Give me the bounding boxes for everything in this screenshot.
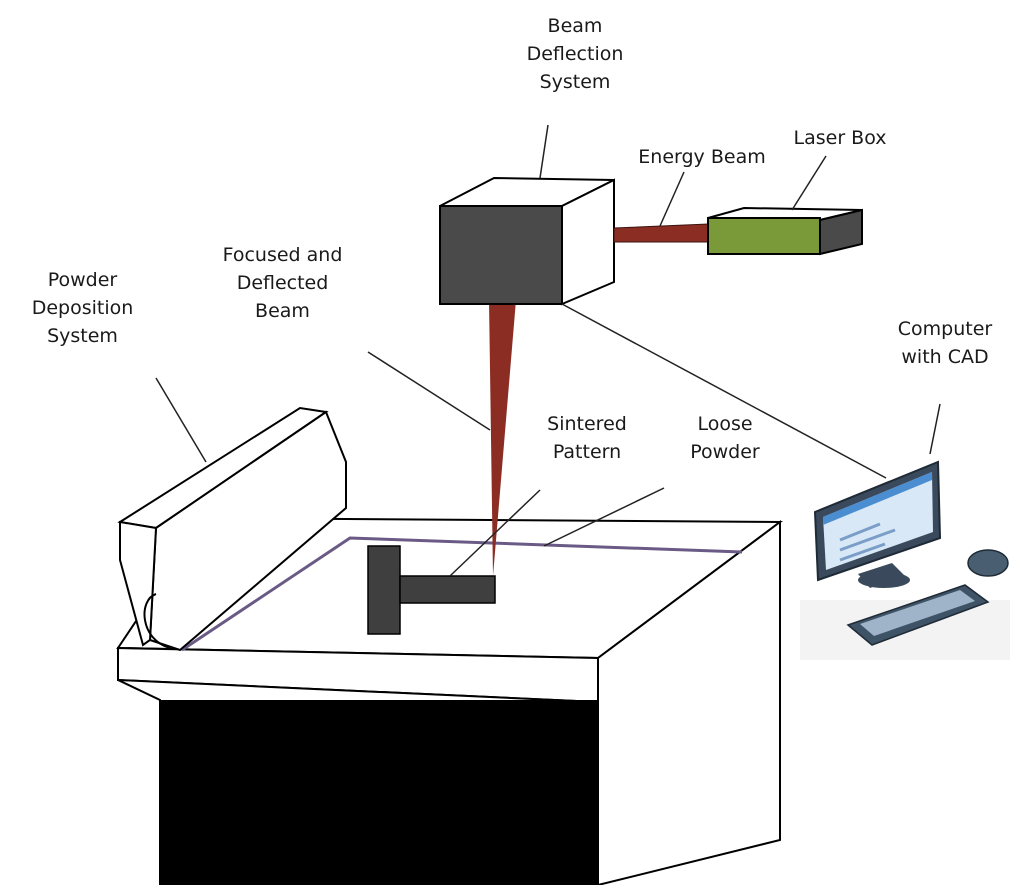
leader-laser-box — [791, 155, 827, 211]
label-focused-deflected-beam: Focused and Deflected Beam — [222, 244, 343, 322]
leader-lines — [155, 124, 941, 577]
leader-focused-beam — [367, 351, 491, 431]
desktop-computer-icon — [813, 460, 942, 588]
leader-deflection-to-computer — [561, 303, 887, 479]
leader-beam-deflection — [539, 124, 549, 179]
mouse-icon — [967, 549, 1009, 577]
beam-deflection-box — [439, 176, 615, 306]
powder-deposition-roller — [117, 406, 347, 652]
leader-computer — [929, 403, 941, 455]
sintered-pattern-shape — [367, 545, 496, 635]
computer-group — [800, 460, 1010, 660]
label-loose-powder: Loose Powder — [690, 413, 760, 463]
powder-bed-outline — [181, 536, 743, 652]
keyboard-icon — [846, 584, 990, 646]
label-computer-with-cad: Computer with CAD — [897, 318, 993, 368]
leader-energy-beam — [659, 171, 685, 227]
label-energy-beam: Energy Beam — [638, 146, 766, 168]
energy-beam — [613, 223, 709, 243]
focused-beam — [489, 300, 516, 576]
build-chamber — [116, 516, 783, 887]
label-sintered-pattern: Sintered Pattern — [547, 413, 627, 463]
chamber-front-panel — [160, 700, 598, 885]
leader-sintered-pattern — [449, 489, 541, 577]
laser-box — [707, 206, 863, 256]
leader-loose-powder — [543, 487, 665, 547]
leader-powder-deposition — [155, 377, 207, 463]
label-powder-deposition-system: Powder Deposition System — [31, 269, 134, 347]
label-beam-deflection-system: Beam Deflection System — [526, 15, 624, 93]
label-laser-box: Laser Box — [793, 127, 887, 149]
